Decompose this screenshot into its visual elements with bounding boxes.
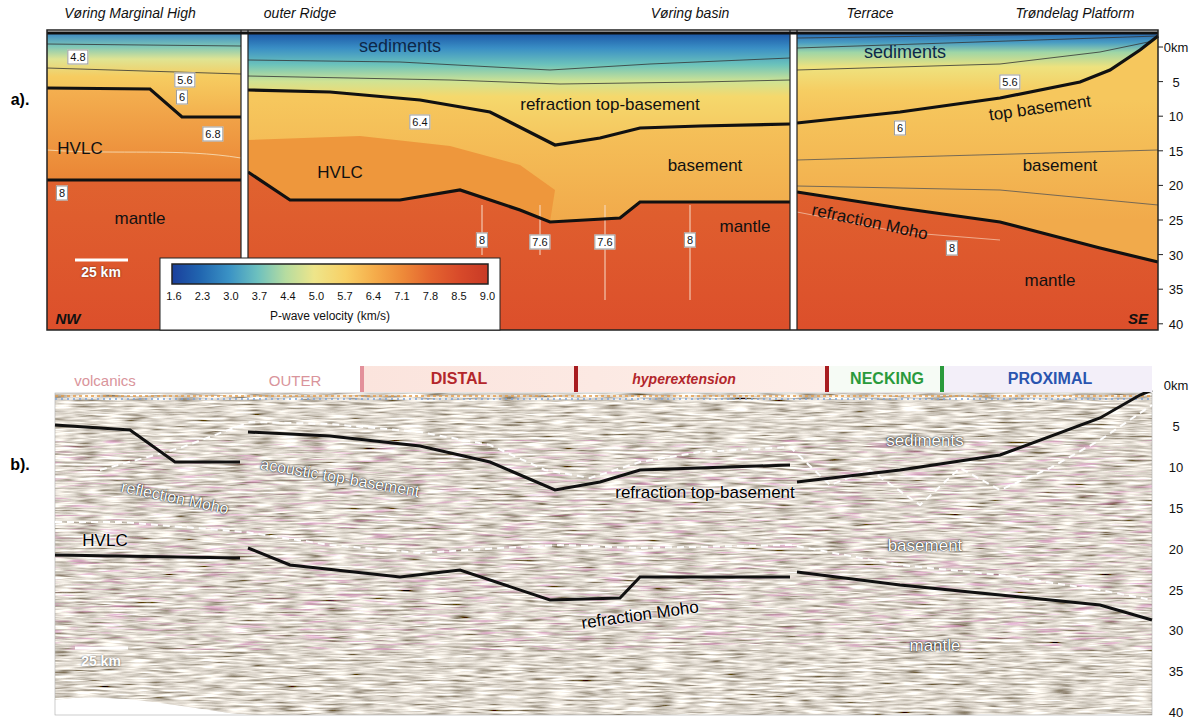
- text-label: Trøndelag Platform: [1016, 6, 1135, 20]
- text-label: 6: [894, 121, 906, 136]
- text-label: 15: [1169, 501, 1183, 514]
- text-label: outer Ridge: [264, 6, 336, 20]
- text-label: 40: [1169, 706, 1183, 719]
- text-label: Vøring basin: [651, 6, 730, 20]
- text-label: mantle: [114, 210, 165, 227]
- text-label: mantle: [719, 218, 770, 235]
- text-label: 9.0: [480, 291, 495, 302]
- text-label: 30: [1169, 624, 1183, 637]
- text-label: volcanics: [74, 373, 136, 388]
- text-label: 8: [476, 233, 488, 248]
- text-label: 1.6: [166, 291, 181, 302]
- text-label: 10: [1169, 110, 1183, 123]
- text-label: 7.1: [394, 291, 409, 302]
- text-label: a).: [11, 92, 30, 108]
- band-label: DISTAL: [431, 371, 488, 387]
- text-label: basement: [668, 157, 743, 174]
- text-label: 40: [1169, 317, 1183, 330]
- text-label: basement: [1023, 157, 1098, 174]
- domain-band: DISTAL hyperextension: [360, 366, 825, 392]
- domain-band: NECKING: [825, 366, 940, 392]
- text-label: sediments: [864, 43, 946, 61]
- text-label: Terrace: [847, 6, 894, 20]
- text-label: 25: [1169, 583, 1183, 596]
- domain-divider: [574, 366, 578, 392]
- text-label: sediments: [886, 432, 963, 449]
- text-label: 35: [1169, 283, 1183, 296]
- text-label: 4.4: [280, 291, 295, 302]
- text-label: 0km: [1164, 41, 1189, 54]
- text-label: HVLC: [317, 164, 362, 181]
- text-label: 5.7: [337, 291, 352, 302]
- band-label: hyperextension: [632, 372, 735, 386]
- text-label: NW: [56, 311, 81, 326]
- band-label: PROXIMAL: [1008, 371, 1092, 387]
- text-label: b).: [10, 457, 30, 473]
- text-label: 8: [56, 186, 68, 201]
- text-label: SE: [1128, 311, 1148, 326]
- text-label: mantle: [1024, 272, 1075, 289]
- text-label: 6: [176, 90, 188, 105]
- text-label: 5: [1172, 419, 1179, 432]
- text-label: 35: [1169, 665, 1183, 678]
- text-label: 20: [1169, 179, 1183, 192]
- text-label: 5: [1172, 75, 1179, 88]
- text-label: 3.7: [252, 291, 267, 302]
- text-label: Vøring Marginal High: [64, 6, 196, 20]
- text-label: sediments: [359, 37, 441, 55]
- text-label: 6.8: [202, 127, 223, 142]
- text-label: 8: [684, 233, 696, 248]
- text-label: 15: [1169, 144, 1183, 157]
- text-label: 8: [946, 241, 958, 256]
- text-label: refraction top-basement: [615, 484, 795, 501]
- band-label: NECKING: [850, 371, 924, 387]
- text-label: 7.6: [529, 235, 550, 250]
- text-label: 0km: [1164, 379, 1189, 392]
- text-label: 5.0: [309, 291, 324, 302]
- text-label: 10: [1169, 460, 1183, 473]
- text-label: 8.5: [451, 291, 466, 302]
- text-label: 30: [1169, 248, 1183, 261]
- text-label: 20: [1169, 542, 1183, 555]
- text-label: 4.8: [67, 50, 88, 65]
- text-label: P-wave velocity (km/s): [270, 310, 390, 322]
- text-label: refraction top-basement: [520, 96, 700, 113]
- text-label: 25 km: [81, 265, 121, 279]
- domain-band: PROXIMAL: [940, 366, 1152, 392]
- text-label: 3.0: [223, 291, 238, 302]
- text-label: 6.4: [366, 291, 381, 302]
- text-label: 25 km: [81, 654, 121, 668]
- text-label: basement: [888, 537, 963, 554]
- text-label: OUTER: [269, 373, 322, 388]
- text-label: HVLC: [82, 532, 127, 549]
- text-label: 7.8: [423, 291, 438, 302]
- text-label: HVLC: [57, 140, 102, 157]
- text-label: 6.4: [409, 115, 430, 130]
- text-label: 7.6: [594, 235, 615, 250]
- text-label: 2.3: [195, 291, 210, 302]
- text-label: 5.6: [999, 75, 1020, 90]
- text-label: mantle: [909, 637, 960, 654]
- text-label: 25: [1169, 214, 1183, 227]
- text-label: 5.6: [174, 73, 195, 88]
